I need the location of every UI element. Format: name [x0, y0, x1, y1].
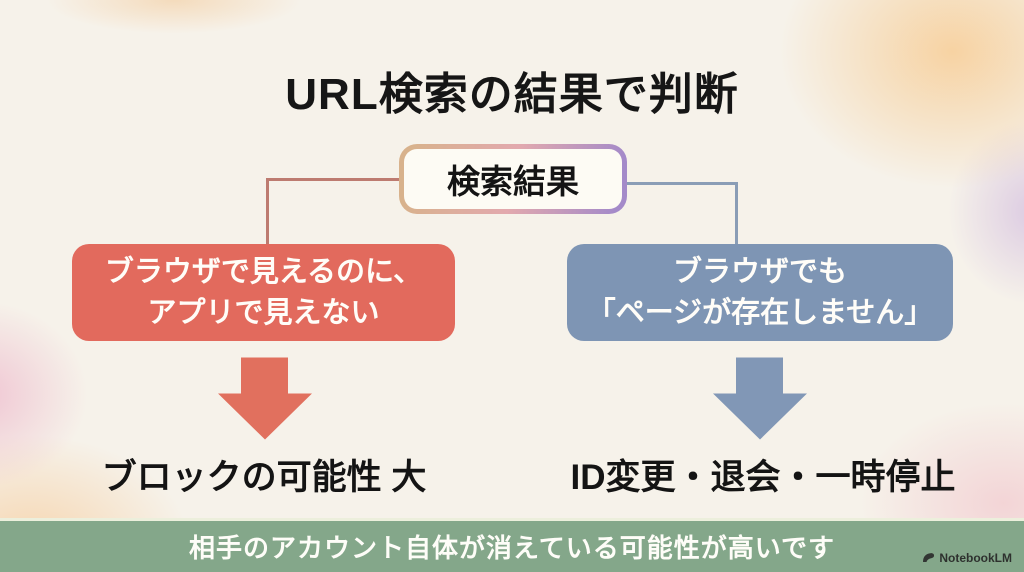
right-result-label: ID変更・退会・一時停止 [570, 458, 956, 497]
root-node-search-result: 検索結果 [399, 144, 627, 214]
right-condition-box: ブラウザでも 「ページが存在しません」 [567, 244, 953, 341]
notebooklm-logo-icon [923, 553, 935, 562]
down-arrow-right-icon [713, 357, 807, 440]
left-condition-line2: アプリで見えない [147, 296, 380, 329]
connector-left-vertical [266, 178, 269, 245]
connector-right-horizontal [627, 182, 738, 185]
right-condition-line2: 「ページが存在しません」 [586, 296, 934, 329]
right-condition-line1: ブラウザでも [672, 256, 847, 289]
left-condition-box: ブラウザで見えるのに、 アプリで見えない [72, 244, 455, 341]
root-node-label: 検索結果 [447, 163, 579, 200]
connector-left-horizontal [266, 178, 399, 181]
down-arrow-left-icon [218, 357, 312, 440]
notebooklm-watermark: NotebookLM [922, 551, 1012, 565]
left-condition-line1: ブラウザで見えるのに、 [104, 256, 423, 289]
footer-note-text: 相手のアカウント自体が消えている可能性が高いです [189, 533, 835, 563]
slide-title: URL検索の結果で判断 [285, 70, 739, 119]
left-result-label: ブロックの可能性 大 [101, 458, 427, 497]
footer-note-bar: 相手のアカウント自体が消えている可能性が高いです [0, 518, 1024, 572]
connector-right-vertical [735, 182, 738, 245]
watermark-label: NotebookLM [939, 551, 1012, 565]
